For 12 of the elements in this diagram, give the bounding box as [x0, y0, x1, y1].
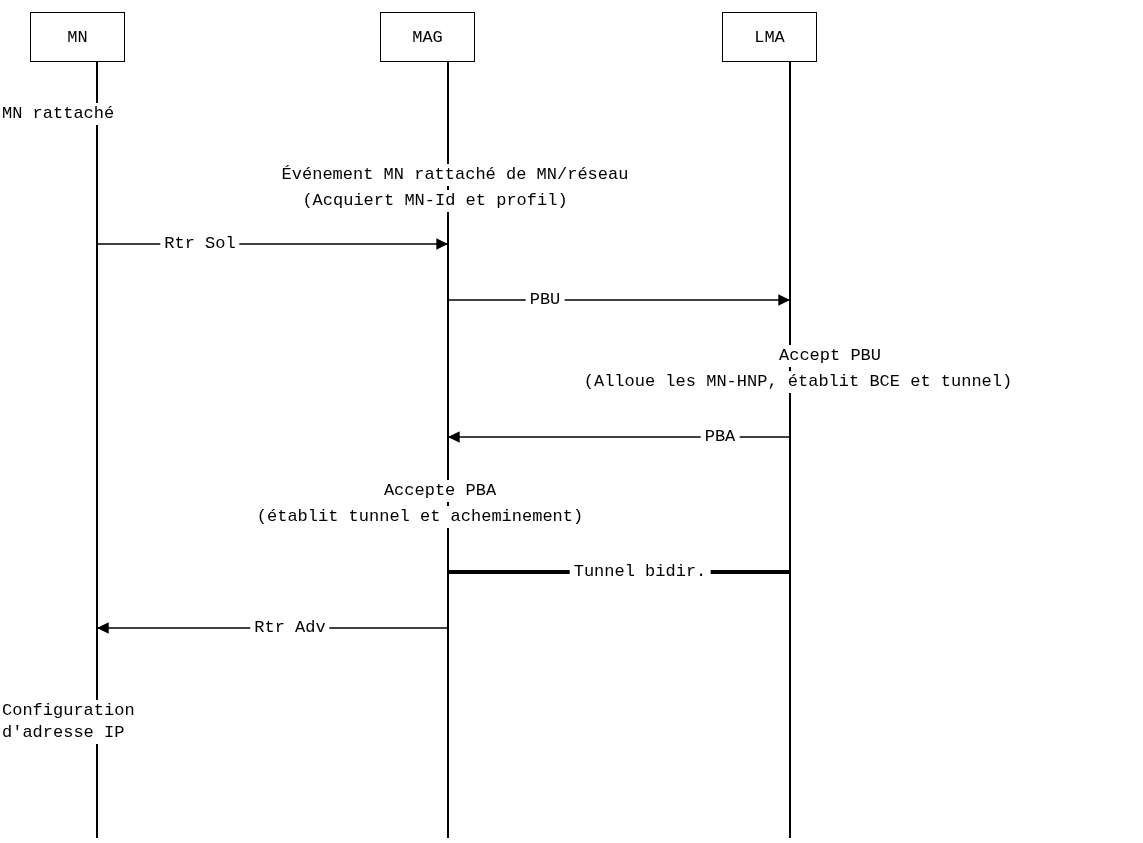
note-text: Accept PBU [779, 345, 881, 367]
participant-box: LMA [722, 12, 817, 62]
note-text: (Alloue les MN-HNP, établit BCE et tunnel) [583, 371, 1013, 393]
note-text: Accepte PBA [383, 480, 497, 502]
note-text: Événement MN rattaché de MN/réseau [281, 164, 629, 186]
note-text: (Acquiert MN-Id et profil) [302, 190, 568, 212]
participant-box: MAG [380, 12, 475, 62]
message-arrow [447, 294, 791, 306]
note-text: (établit tunnel et acheminement) [256, 506, 584, 528]
message-arrow [447, 431, 791, 443]
participant-box: MN [30, 12, 125, 62]
note-text: MN rattaché [2, 103, 115, 125]
